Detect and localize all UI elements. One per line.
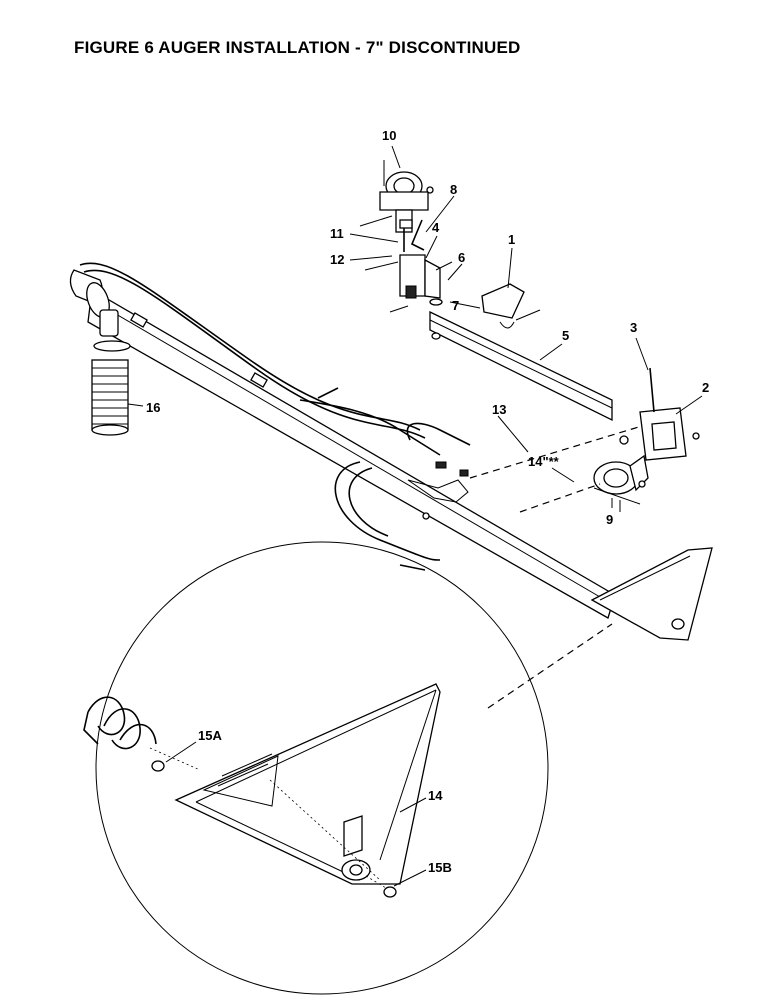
callout-11: 11	[330, 226, 344, 241]
callout-5: 5	[562, 328, 569, 343]
callout-15b: 15B	[428, 860, 452, 875]
callout-6: 6	[458, 250, 465, 265]
callout-12: 12	[330, 252, 344, 267]
callout-1: 1	[508, 232, 515, 247]
support-rail	[429, 310, 613, 422]
callout-16: 16	[146, 400, 160, 415]
callout-3: 3	[630, 320, 637, 335]
callout-14: 14	[428, 788, 443, 803]
hydraulic-hoses	[79, 262, 471, 571]
clamp-bracket-lower	[593, 454, 649, 512]
mount-bracket	[619, 367, 700, 461]
pivot-mount	[364, 219, 453, 313]
detail-inset	[83, 541, 549, 995]
saddle-plate	[481, 283, 541, 329]
callout-10: 10	[382, 128, 396, 143]
callout-15a: 15A	[198, 728, 222, 743]
callout-2: 2	[702, 380, 709, 395]
callout-8: 8	[450, 182, 457, 197]
callout-9: 9	[606, 512, 613, 527]
spout-hopper	[590, 547, 713, 641]
callout-4: 4	[432, 220, 440, 235]
callout-13: 13	[492, 402, 506, 417]
callout-7: 7	[452, 298, 459, 313]
auger-tube	[69, 269, 616, 619]
flex-boot	[91, 340, 131, 436]
clamp-bracket-top	[359, 160, 434, 233]
page-title: FIGURE 6 AUGER INSTALLATION - 7" DISCONT…	[74, 38, 521, 57]
callout-14-double-asterisk: 14"**	[528, 454, 560, 469]
